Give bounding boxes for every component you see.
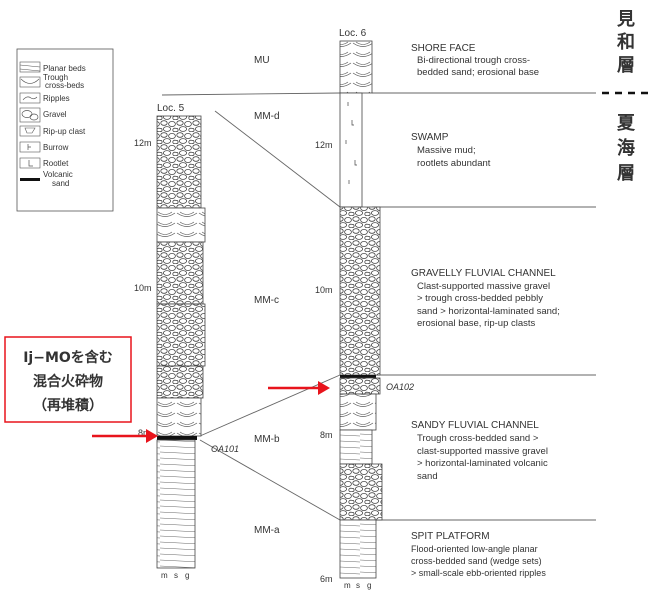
callout-line-1: Ij−MOを含む — [23, 349, 113, 366]
loc5-grain-g: g — [185, 571, 189, 580]
burrow-icon — [19, 141, 41, 153]
loc5-grain-s: s — [174, 571, 178, 580]
unit-mu: MU — [254, 55, 270, 66]
loc6-depth-8: 8m — [320, 430, 333, 440]
rootlet-icon — [19, 157, 41, 169]
facies-gravelly-line-4: erosional base, rip-up clasts — [417, 318, 536, 329]
legend-label-volcanic: Volcanic — [43, 170, 73, 179]
gravel-icon — [19, 107, 41, 123]
unit-mm-b: MM-b — [254, 434, 280, 445]
loc6-depth-6: 6m — [320, 574, 333, 584]
loc5-depth-10: 10m — [134, 283, 152, 293]
loc6-depth-10: 10m — [315, 285, 333, 295]
unit-labels: MU MM-d MM-c MM-b MM-a — [254, 55, 280, 536]
facies-descriptions: SHORE FACE Bi-directional trough cross- … — [411, 43, 560, 578]
unit-mm-a: MM-a — [254, 525, 280, 536]
loc5-column: Loc. 5 12m 10m 8m OA101 m s g — [134, 103, 239, 580]
facies-sandy-title: SANDY FLUVIAL CHANNEL — [411, 420, 539, 431]
legend: Planar beds Trough cross-beds Ripples Gr… — [16, 48, 114, 212]
loc6-grain-m: m — [344, 581, 351, 590]
facies-spit-line-3: > small-scale ebb-oriented ripples — [411, 568, 546, 578]
loc6-grain-s: s — [356, 581, 360, 590]
facies-gravelly-line-3: sand > horizontal-laminated sand; — [417, 306, 560, 317]
legend-label-rootlet: Rootlet — [43, 159, 69, 168]
facies-swamp-line-2: rootlets abundant — [417, 158, 491, 169]
loc5-depth-12: 12m — [134, 138, 152, 148]
facies-swamp-title: SWAMP — [411, 132, 449, 143]
facies-gravelly-line-2: > trough cross-bedded pebbly — [417, 293, 543, 304]
planar-beds-icon — [19, 61, 41, 73]
unit-mm-c: MM-c — [254, 295, 279, 306]
formation-lower-char-2: 海 — [617, 137, 635, 159]
callout: Ij−MOを含む 混合火砕物 （再堆積） — [4, 336, 132, 423]
unit-mm-d: MM-d — [254, 111, 280, 122]
facies-shore-face-title: SHORE FACE — [411, 43, 476, 54]
formation-upper-char-1: 見 — [616, 9, 635, 30]
loc6-title: Loc. 6 — [339, 28, 367, 39]
legend-label-ripup: Rip-up clast — [43, 127, 86, 136]
legend-label-planar: Planar beds — [43, 64, 86, 73]
facies-spit-title: SPIT PLATFORM — [411, 531, 490, 542]
facies-gravelly-line-1: Clast-supported massive gravel — [417, 281, 550, 292]
callout-line-2: 混合火砕物 — [33, 373, 103, 390]
legend-label-burrow: Burrow — [43, 143, 69, 152]
loc6-column: Loc. 6 12m 10m 8m 6m OA102 m s g — [315, 28, 414, 590]
formation-upper-char-2: 和 — [617, 32, 635, 53]
facies-gravelly-title: GRAVELLY FLUVIAL CHANNEL — [411, 268, 556, 279]
legend-label-trough: Trough — [43, 73, 68, 82]
trough-cross-beds-icon — [19, 76, 41, 88]
formation-upper-char-3: 層 — [617, 55, 635, 76]
legend-label-volcanic-2: sand — [52, 179, 69, 188]
legend-label-ripples: Ripples — [43, 94, 70, 103]
loc6-sample: OA102 — [386, 382, 414, 392]
facies-sandy-line-3: > horizontal-laminated volcanic — [417, 458, 548, 469]
formation-labels: 見 和 層 夏 海 層 — [602, 9, 650, 184]
facies-sandy-line-2: clast-supported massive gravel — [417, 446, 548, 457]
facies-spit-line-2: cross-bedded sand (wedge sets) — [411, 556, 542, 566]
callout-line-3: （再堆積） — [33, 397, 103, 414]
formation-lower-char-1: 夏 — [617, 113, 636, 134]
legend-label-gravel: Gravel — [43, 110, 67, 119]
facies-swamp-line-1: Massive mud; — [417, 145, 476, 156]
arrow-loc5 — [92, 429, 158, 443]
facies-sandy-line-1: Trough cross-bedded sand > — [417, 433, 539, 444]
loc5-depth-8: 8m — [138, 428, 151, 438]
loc5-title: Loc. 5 — [157, 103, 185, 114]
correlation-lines — [161, 92, 596, 521]
rip-up-clast-icon — [19, 125, 41, 137]
ripples-icon — [19, 92, 41, 104]
callout-box — [4, 336, 132, 423]
arrow-loc6 — [268, 381, 330, 395]
facies-shore-face-line-2: bedded sand; erosional base — [417, 67, 539, 78]
facies-sandy-line-4: sand — [417, 471, 438, 482]
loc5-sample: OA101 — [211, 444, 239, 454]
loc6-grain-g: g — [367, 581, 371, 590]
loc5-grain-m: m — [161, 571, 168, 580]
volcanic-sand-icon — [20, 178, 40, 181]
legend-label-trough-2: cross-beds — [45, 81, 84, 90]
loc6-depth-12: 12m — [315, 140, 333, 150]
facies-shore-face-line-1: Bi-directional trough cross- — [417, 55, 530, 66]
formation-lower-char-3: 層 — [617, 163, 635, 184]
facies-spit-line-1: Flood-oriented low-angle planar — [411, 544, 538, 554]
